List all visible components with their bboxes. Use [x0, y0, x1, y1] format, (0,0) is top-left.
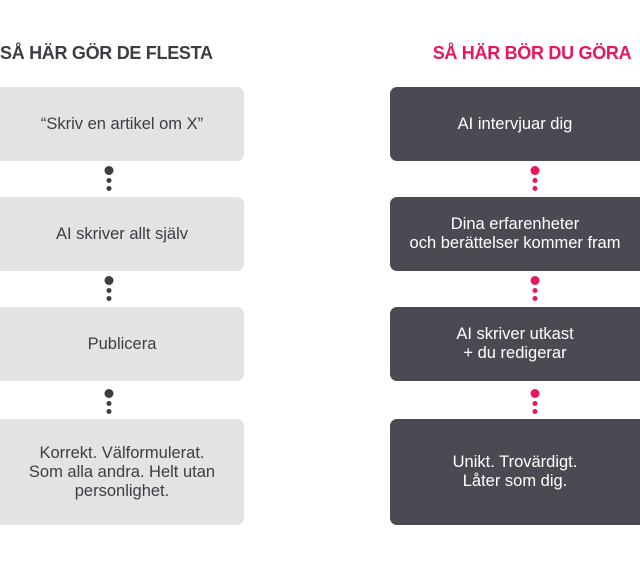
connector-dot-icon [106, 409, 112, 414]
left-connector-3 [103, 389, 115, 419]
connector-dot-icon [532, 401, 538, 406]
left-step-4-result: Korrekt. Välformulerat. Som alla andra. … [0, 419, 244, 525]
connector-dot-icon [532, 409, 538, 414]
connector-dot-icon [530, 389, 540, 398]
right-connector-3 [529, 389, 541, 419]
connector-dot-icon [106, 178, 112, 183]
right-step-2: Dina erfarenheter och berättelser kommer… [390, 197, 640, 271]
connector-dot-icon [106, 186, 112, 191]
left-step-1: “Skriv en artikel om X” [0, 87, 244, 161]
left-connector-2 [103, 276, 115, 306]
connector-dot-icon [532, 178, 538, 183]
connector-dot-icon [104, 389, 114, 398]
connector-dot-icon [530, 166, 540, 175]
connector-dot-icon [106, 288, 112, 293]
right-step-3: AI skriver utkast + du redigerar [390, 307, 640, 381]
left-heading: SÅ HÄR GÖR DE FLESTA [0, 43, 213, 63]
left-step-3: Publicera [0, 307, 244, 381]
right-heading: SÅ HÄR BÖR DU GÖRA [432, 43, 632, 63]
left-connector-1 [103, 166, 115, 196]
right-step-1: AI intervjuar dig [390, 87, 640, 161]
connector-dot-icon [532, 186, 538, 191]
connector-dot-icon [104, 276, 114, 285]
connector-dot-icon [106, 401, 112, 406]
connector-dot-icon [532, 288, 538, 293]
right-step-4-result: Unikt. Trovärdigt. Låter som dig. [390, 419, 640, 525]
connector-dot-icon [106, 296, 112, 301]
connector-dot-icon [532, 296, 538, 301]
right-connector-2 [529, 276, 541, 306]
right-connector-1 [529, 166, 541, 196]
connector-dot-icon [104, 166, 114, 175]
connector-dot-icon [530, 276, 540, 285]
left-step-2: AI skriver allt själv [0, 197, 244, 271]
